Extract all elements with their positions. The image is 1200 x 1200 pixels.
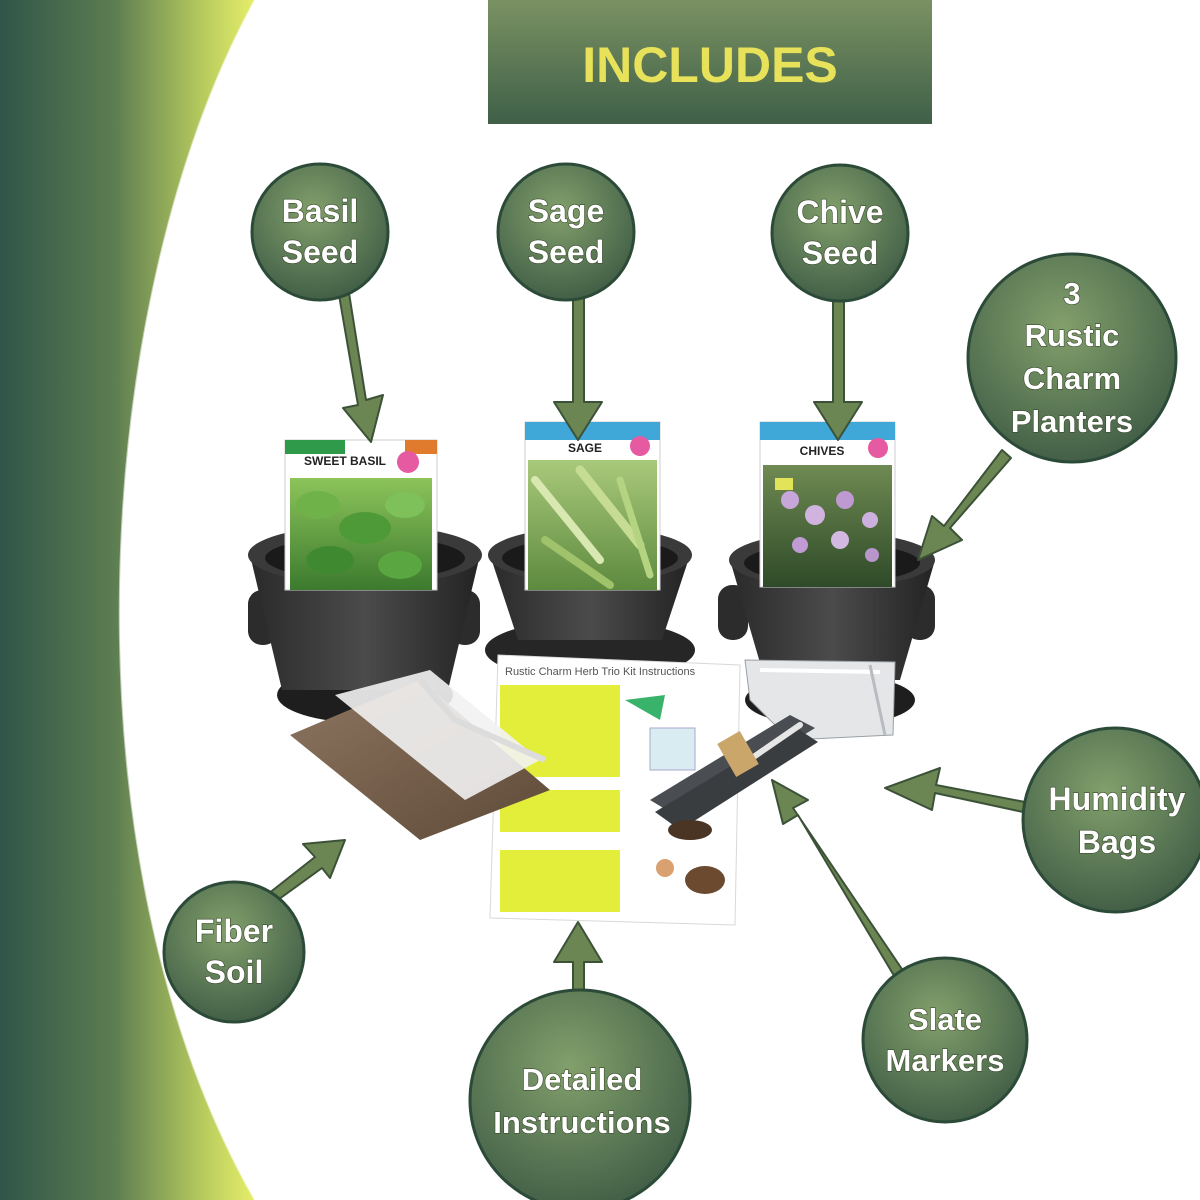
sage-packet-label: SAGE [568,441,602,455]
chive-label-line2: Seed [802,235,878,271]
banner-title: INCLUDES [582,37,838,93]
instructions-label-line1: Detailed [522,1062,643,1097]
callout-sage-seed: Sage Seed [496,162,636,302]
callout-arrows [267,291,1026,1006]
fiber-soil-pack [290,670,550,840]
slate-label-line2: Markers [886,1043,1005,1078]
callout-basil-seed: Basil Seed [250,162,390,302]
product-photo: SWEET BASIL SAGE CHIVES [248,421,935,926]
planters-label-line2: Rustic [1025,318,1120,353]
planters-label-line1: 3 [1063,276,1080,311]
slate-arrow [771,779,909,985]
callout-chive-seed: Chive Seed [770,163,910,303]
callout-fiber-soil: Fiber Soil [162,880,306,1024]
basil-seed-packet: SWEET BASIL [284,439,438,591]
fiber-arrow [267,839,346,903]
basil-packet-label: SWEET BASIL [304,454,386,468]
basil-label-line2: Seed [282,234,358,270]
chive-seed-packet: CHIVES [759,421,896,588]
basil-label-line1: Basil [282,193,358,229]
instructions-label-line2: Instructions [493,1105,670,1140]
callout-humidity-bags: Humidity Bags [1021,726,1200,914]
humidity-bags [744,659,896,741]
left-decorative-edge [0,0,256,1200]
sage-label-line2: Seed [528,234,604,270]
fiber-label-line2: Soil [205,954,264,990]
sage-seed-packet: SAGE [524,421,661,591]
humidity-arrow [884,767,1026,813]
callout-slate-markers: Slate Markers [861,956,1029,1124]
slate-markers [650,715,818,840]
chive-label-line1: Chive [796,194,883,230]
sage-arrow [553,291,603,441]
sage-label-line1: Sage [528,193,604,229]
planters-label-line3: Charm [1023,361,1121,396]
chive-arrow [813,291,863,441]
callout-detailed-instructions: Detailed Instructions [468,988,692,1200]
basil-arrow [337,292,384,443]
humidity-label-line1: Humidity [1049,781,1186,817]
humidity-label-line2: Bags [1078,824,1156,860]
instruction-sheet: Rustic Charm Herb Trio Kit Instructions [489,654,741,926]
slate-label-line1: Slate [908,1002,982,1037]
includes-banner: INCLUDES [488,0,932,124]
instruction-sheet-title: Rustic Charm Herb Trio Kit Instructions [505,666,696,678]
fiber-label-line1: Fiber [195,913,273,949]
planters-arrow [917,449,1012,561]
chive-packet-label: CHIVES [800,444,845,458]
planters-label-line4: Planters [1011,404,1133,439]
callout-rustic-charm-planters: 3 Rustic Charm Planters [966,252,1178,464]
